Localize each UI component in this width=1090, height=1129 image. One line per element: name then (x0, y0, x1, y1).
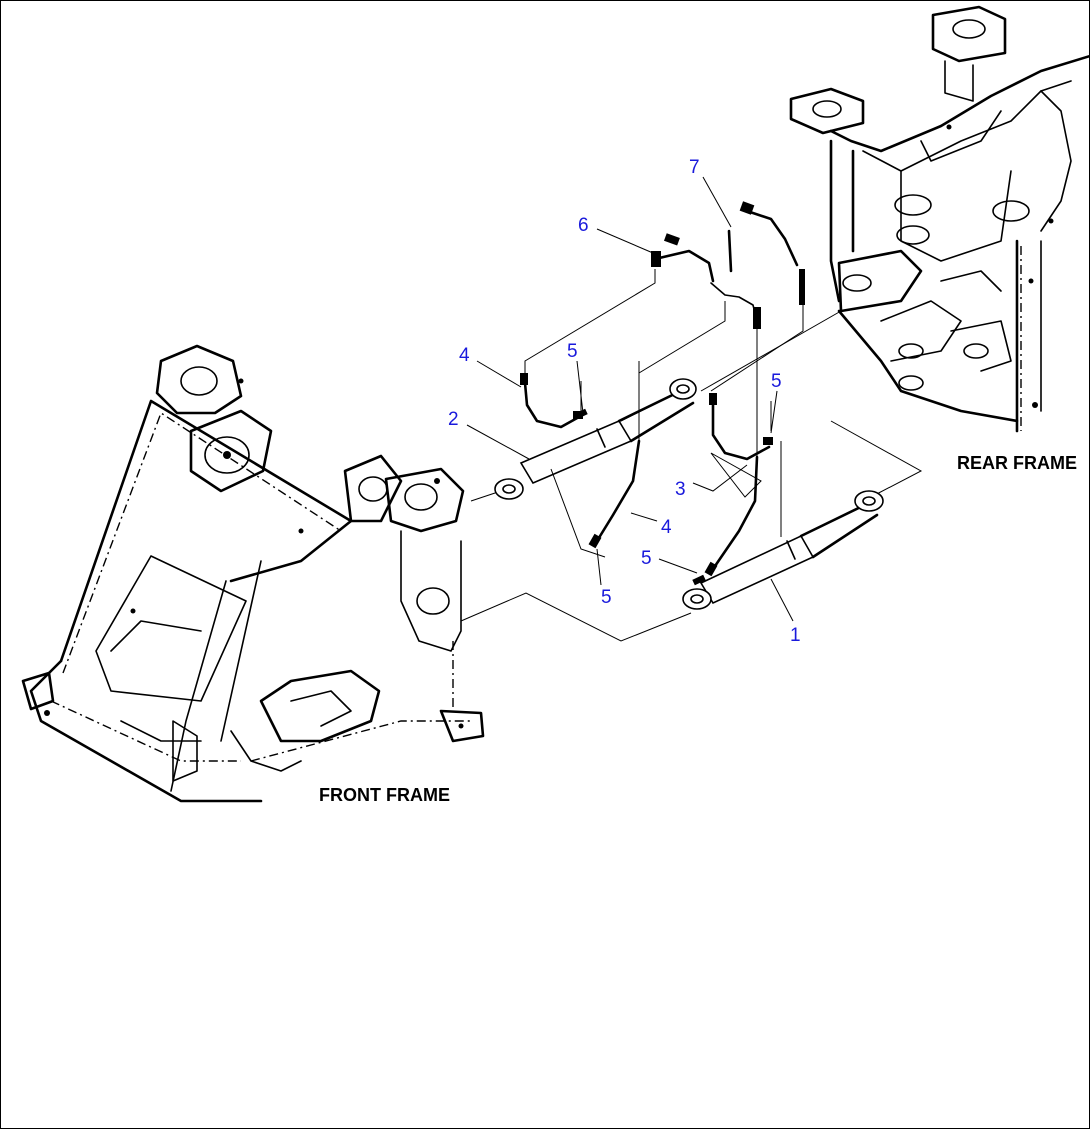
connection-lines (524, 269, 782, 558)
leader-lines (466, 176, 794, 622)
callout-7: 7 (689, 157, 700, 178)
callout-5-upper-left: 5 (567, 341, 578, 362)
callout-4-lower: 4 (661, 517, 672, 538)
callout-3: 3 (675, 479, 686, 500)
tube-6 (651, 233, 758, 322)
steering-cylinder-1 (682, 490, 884, 610)
hose-4-lower (588, 361, 641, 549)
callout-5-upper-right: 5 (771, 371, 782, 392)
rear-frame-drawing (789, 5, 1089, 433)
rear-frame-label: REAR FRAME (957, 453, 1077, 473)
callout-6: 6 (578, 215, 589, 236)
callout-2: 2 (448, 409, 459, 430)
front-frame-drawing (21, 344, 485, 803)
callout-1: 1 (790, 625, 801, 646)
hose-3 (704, 393, 773, 577)
tube-7 (710, 201, 805, 461)
hose-4-upper (520, 373, 583, 429)
callout-4-upper: 4 (459, 345, 470, 366)
callout-5-lower-left: 5 (601, 587, 612, 608)
front-frame-label: FRONT FRAME (319, 785, 450, 805)
callout-5-lower-right: 5 (641, 548, 652, 569)
